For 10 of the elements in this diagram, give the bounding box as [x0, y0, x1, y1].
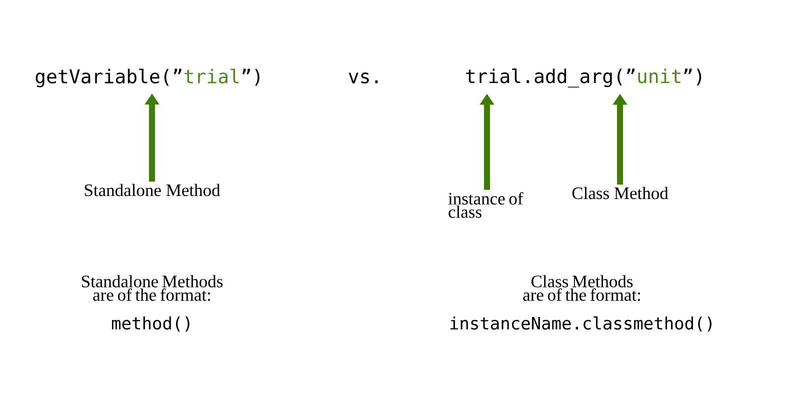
code-text: instanceName.classmethod() — [450, 316, 712, 332]
code-text: method() — [112, 316, 190, 332]
code-text: vs. — [348, 72, 378, 84]
note-text: Standalone Methods are of the format: — [82, 275, 223, 301]
code-line: trial.add_arg(” unit ”) — [466, 68, 702, 88]
annotation-text: instance of class — [448, 192, 524, 218]
annotation-text: Class Method — [572, 186, 668, 200]
note-text: Class Methods are of the format: — [523, 275, 640, 301]
annotation-text: Standalone Method — [84, 184, 220, 196]
code-line: getVariable(” trial ”) — [36, 68, 260, 88]
